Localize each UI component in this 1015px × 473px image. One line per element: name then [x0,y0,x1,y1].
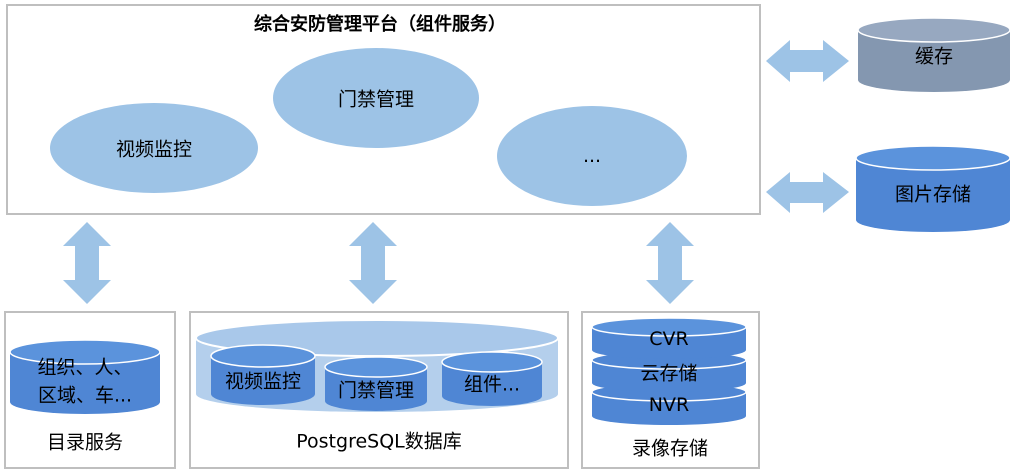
postgres-db-video [210,344,316,405]
module-label-access: 门禁管理 [337,88,415,111]
directory-double-arrow [63,222,111,304]
image-storage-label: 图片存储 [894,183,972,206]
recording-stack [591,317,747,425]
cache-double-arrow [766,40,849,82]
recording-layer-cvr: CVR [649,328,689,350]
module-ellipse-more [497,106,687,206]
cache-cylinder [857,17,1011,92]
image-double-arrow [766,172,849,213]
postgres-label: PostgreSQL数据库 [296,430,462,453]
module-label-video: 视频监控 [115,138,193,161]
postgres-db-access [324,356,428,411]
recording-layer-cloud: 云存储 [640,362,698,385]
postgres-inner-access: 门禁管理 [337,379,415,402]
directory-db-text-line1: 组织、人、 [37,356,133,379]
directory-db-cylinder [9,339,161,414]
postgres-inner-components: 组件... [463,373,521,396]
platform-title: 综合安防管理平台（组件服务） [254,14,506,35]
recording-layer-nvr: NVR [648,394,690,416]
module-ellipse-video [50,103,258,193]
recording-double-arrow [646,222,694,304]
image-storage-cylinder [855,145,1011,232]
postgres-db-components [441,351,543,406]
cache-label: 缓存 [914,45,954,68]
recording-storage-label: 录像存储 [631,437,709,460]
module-ellipse-access [273,48,479,148]
postgres-double-arrow [349,222,397,304]
module-label-more: ... [582,145,602,167]
directory-db-text-line2: 区域、车... [37,384,133,407]
postgres-inner-video: 视频监控 [224,370,302,393]
directory-service-label: 目录服务 [46,431,124,454]
